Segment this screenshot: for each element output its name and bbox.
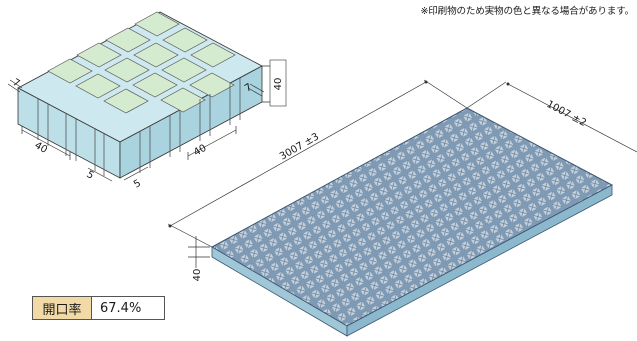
detail-pitch-left-label: 40 bbox=[33, 140, 50, 156]
open-ratio-box: 開口率 67.4% bbox=[32, 296, 165, 320]
open-ratio-value: 67.4% bbox=[100, 300, 142, 316]
panel-right-edge bbox=[346, 184, 613, 337]
detail-cells bbox=[47, 11, 236, 114]
detail-bar-right-label: 7 bbox=[243, 82, 254, 95]
detail-view: 40 7 7 40 40 5 5 bbox=[7, 11, 287, 191]
detail-height-label: 40 bbox=[273, 78, 284, 91]
detail-bar-left-label: 7 bbox=[11, 77, 22, 90]
panel-view: 3007 ±3 1007 ±2 40 bbox=[167, 79, 637, 337]
panel-length-label: 3007 ±3 bbox=[278, 131, 321, 162]
open-ratio-label: 開口率 bbox=[33, 297, 92, 319]
panel-thickness-label: 40 bbox=[192, 269, 203, 282]
panel-width-label: 1007 ±2 bbox=[545, 99, 588, 129]
detail-pitch-right-label: 40 bbox=[192, 143, 209, 159]
color-disclaimer: ※印刷物のため実物の色と異なる場合があります。 bbox=[420, 6, 634, 17]
detail-gap-a-label: 5 bbox=[85, 169, 96, 182]
detail-gap-b-label: 5 bbox=[132, 178, 143, 191]
detail-ribs bbox=[37, 78, 241, 176]
